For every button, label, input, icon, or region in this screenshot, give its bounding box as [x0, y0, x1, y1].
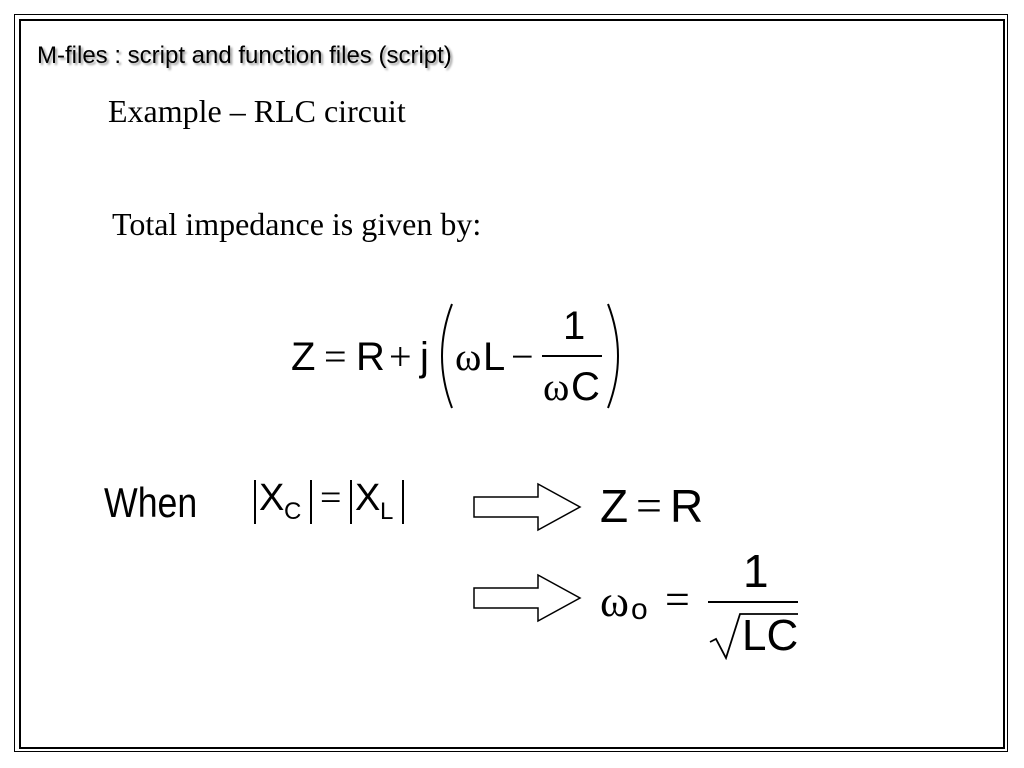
slide-border-inner — [19, 19, 1005, 749]
slide-header: M-files : script and function files (scr… — [37, 42, 452, 69]
fraction-numerator: 1 — [563, 304, 586, 348]
abs-bar — [310, 480, 312, 524]
slide-subtitle: Example – RLC circuit — [108, 93, 406, 129]
fraction-bar — [542, 355, 602, 357]
res2-equals: = — [665, 575, 690, 624]
eq-L: L — [483, 335, 506, 379]
res2-numerator: 1 — [743, 545, 769, 597]
slide-border-outer — [14, 14, 1008, 752]
cond-X2: X — [355, 477, 381, 519]
left-paren — [441, 303, 453, 409]
body-text: Total impedance is given by: — [112, 206, 482, 242]
eq-plus: + — [389, 334, 412, 379]
implies-arrow-icon — [473, 482, 582, 532]
res-R: R — [670, 480, 704, 532]
eq-Z: Z — [291, 335, 316, 379]
cond-sub-L: L — [380, 498, 394, 525]
sqrt-symbol — [709, 613, 798, 660]
abs-bar — [402, 480, 404, 524]
cond-sub-C: C — [284, 498, 302, 525]
den-omega: ω — [543, 364, 570, 409]
fraction-bar — [708, 601, 798, 603]
cond-X1: X — [259, 477, 285, 519]
cond-equals: = — [320, 477, 342, 519]
res-omega: ω — [600, 577, 629, 626]
eq-j: j — [420, 335, 429, 379]
abs-bar — [350, 480, 352, 524]
res-Z: Z — [600, 480, 629, 532]
eq-equals: = — [324, 334, 347, 379]
den-C: C — [571, 365, 600, 409]
eq-omega: ω — [455, 334, 482, 379]
when-label: When — [104, 479, 198, 526]
implies-arrow-icon — [473, 573, 582, 623]
res-equals: = — [636, 480, 662, 531]
eq-minus: − — [511, 334, 534, 379]
abs-bar — [254, 480, 256, 524]
res2-denominator: LC — [742, 611, 799, 660]
right-paren — [607, 303, 619, 409]
eq-R: R — [356, 335, 385, 379]
res-omega-sub: o — [631, 593, 648, 626]
